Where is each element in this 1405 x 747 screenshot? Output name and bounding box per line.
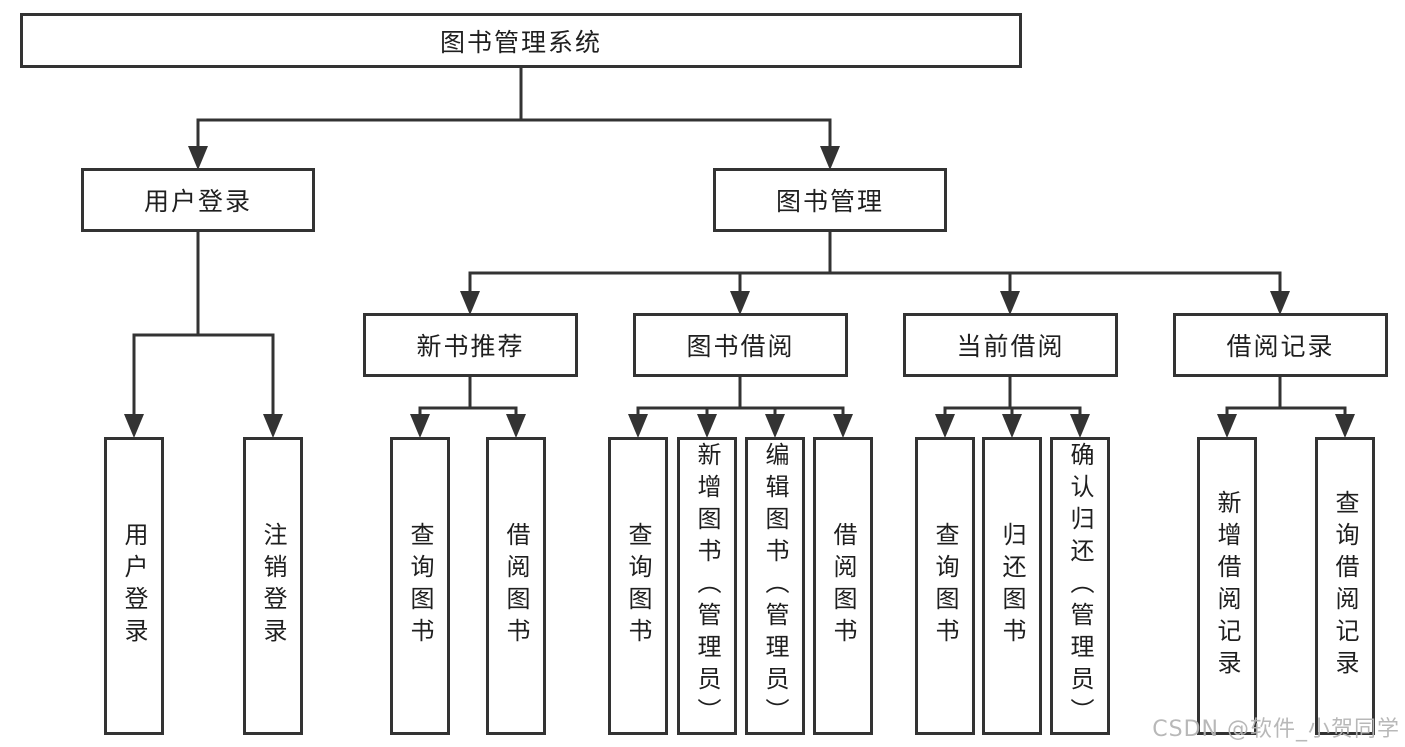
leaf-query-books-borrowing: 查询图书 [608,437,668,735]
leaf-label: 查询图书 [931,522,959,650]
leaf-edit-books-admin: 编辑图书（管理员） [745,437,805,735]
leaf-add-borrow-record: 新增借阅记录 [1197,437,1257,735]
leaf-label: 归还图书 [998,522,1026,650]
leaf-label: 查询图书 [406,522,434,650]
leaf-user-login: 用户登录 [104,437,164,735]
leaf-label: 查询借阅记录 [1331,490,1359,682]
leaf-logout: 注销登录 [243,437,303,735]
leaf-return-books: 归还图书 [982,437,1042,735]
leaf-borrow-books: 借阅图书 [813,437,873,735]
leaf-label: 借阅图书 [502,522,530,650]
node-label: 当前借阅 [956,332,1065,361]
node-user-login: 用户登录 [81,168,315,232]
leaf-borrow-books-recommend: 借阅图书 [486,437,546,735]
node-book-management: 图书管理 [713,168,947,232]
node-borrowing-records: 借阅记录 [1173,313,1388,377]
leaf-query-borrow-record: 查询借阅记录 [1315,437,1375,735]
node-label: 用户登录 [143,187,252,216]
node-label: 图书借阅 [686,332,795,361]
leaf-label: 新增借阅记录 [1213,490,1241,682]
node-label: 图书管理 [775,187,884,216]
leaf-label: 注销登录 [259,522,287,650]
leaf-add-books-admin: 新增图书（管理员） [677,437,737,735]
leaf-label: 查询图书 [624,522,652,650]
node-label: 新书推荐 [416,332,525,361]
node-label: 图书管理系统 [439,27,602,57]
leaf-label: 编辑图书（管理员） [761,442,789,730]
leaf-confirm-return-admin: 确认归还（管理员） [1050,437,1110,735]
leaf-label: 确认归还（管理员） [1066,442,1094,730]
node-current-borrowing: 当前借阅 [903,313,1118,377]
leaf-label: 借阅图书 [829,522,857,650]
leaf-label: 用户登录 [120,522,148,650]
leaf-label: 新增图书（管理员） [693,442,721,730]
node-book-borrowing: 图书借阅 [633,313,848,377]
node-label: 借阅记录 [1226,332,1335,361]
csdn-watermark: CSDN @软件_小贺同学 [1152,717,1400,742]
node-new-book-recommend: 新书推荐 [363,313,578,377]
leaf-query-books-recommend: 查询图书 [390,437,450,735]
leaf-query-books-current: 查询图书 [915,437,975,735]
node-library-management-system: 图书管理系统 [20,13,1022,68]
